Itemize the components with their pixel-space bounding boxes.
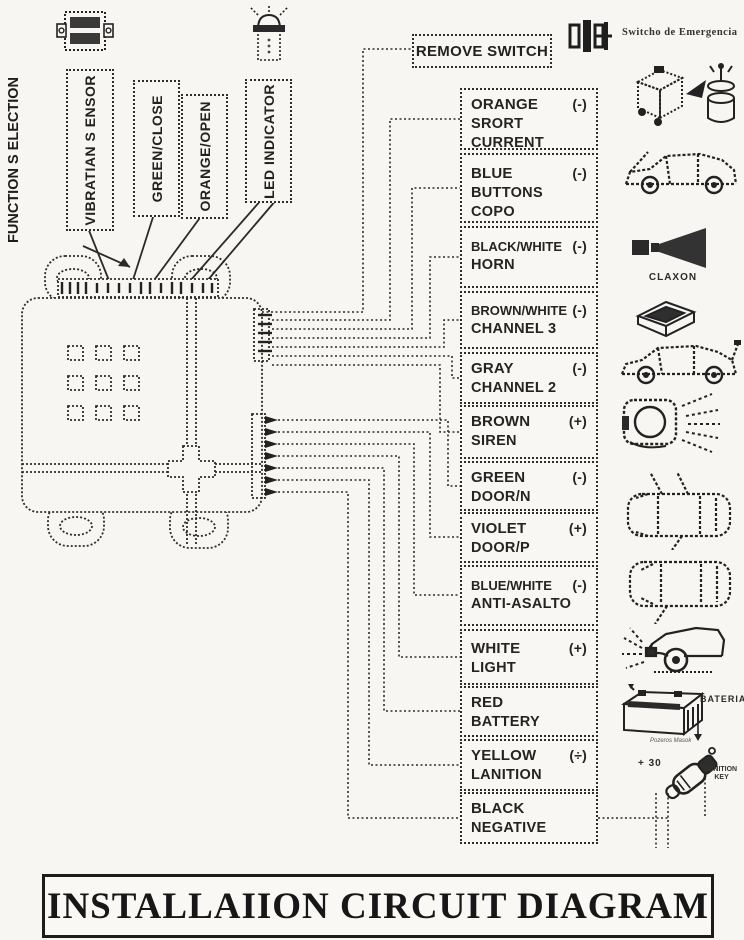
wire-polarity: (-) (572, 165, 587, 181)
wire-polarity: (÷) (569, 747, 587, 763)
wire-function: DOOR/N (471, 489, 531, 505)
wire-polarity: (-) (572, 469, 587, 485)
wire-function: BUTTONS (471, 185, 543, 201)
wire-polarity: (+) (568, 640, 587, 656)
wire-color: BLUE/WHITE (471, 578, 552, 593)
wire-box-gray: GRAY (-) CHANNEL 2 (460, 352, 598, 404)
wire-color: BLACK/WHITE (471, 239, 562, 254)
wire-color: RED (471, 694, 504, 711)
wire-box-blue-white: BLUE/WHITE (-) ANTI-ASALTO (460, 565, 598, 626)
wire-color: VIOLET (471, 520, 527, 537)
label-vibration-sensor: VIBRATIAN S ENSOR (66, 69, 114, 231)
wire-function: CURRENT (471, 135, 544, 151)
plus-30-label: + 30 (638, 758, 662, 769)
horn-icon (632, 228, 706, 268)
wire-box-white: WHITE (+) LIGHT (460, 629, 598, 685)
diagram-title-box: INSTALLAIION CIRCUIT DIAGRAM (42, 874, 714, 938)
wire-color: BLACK (471, 800, 525, 817)
label-led-indicator: LED INDICATOR (245, 79, 292, 203)
car-top-view-icon (628, 560, 732, 624)
wire-color: WHITE (471, 640, 521, 657)
wire-function: LIGHT (471, 660, 516, 676)
car-top-doors-open-icon (626, 471, 732, 550)
wire-polarity: (-) (572, 238, 587, 254)
function-selection-label: FUNCTION S ELECTION (6, 77, 22, 243)
wire-polarity: (+) (568, 413, 587, 429)
wire-color: BLUE (471, 165, 513, 182)
wire-color: BROWN (471, 413, 531, 430)
remove-switch-label: REMOVE SWITCH (415, 42, 549, 60)
wire-function: CHANNEL 2 (471, 380, 557, 396)
wire-polarity: (-) (572, 96, 587, 112)
wire-polarity: (-) (572, 302, 587, 318)
ignition-key-icon (665, 746, 718, 800)
wire-box-red: RED BATTERY (460, 686, 598, 737)
wire-function: HORN (471, 257, 515, 273)
wire-polarity: (+) (568, 520, 587, 536)
module-pins (60, 282, 272, 353)
label-orange-open: ORANGE/OPEN (181, 94, 228, 219)
siren-icon (622, 393, 720, 453)
battery-note: Pozeros Masok (650, 738, 692, 744)
wire-function: ANTI-ASALTO (471, 596, 572, 612)
car-hood-open-icon (624, 151, 738, 195)
diagram-title: INSTALLAIION CIRCUIT DIAGRAM (47, 885, 709, 927)
wire-function: NEGATIVE (471, 820, 547, 836)
wire-function: CHANNEL 3 (471, 321, 557, 337)
battery-icon (620, 684, 705, 737)
module-lower-pins (265, 416, 278, 496)
wire-box-black: BLACK NEGATIVE (460, 792, 598, 844)
wire-function: LANITION (471, 767, 542, 783)
remove-switch-box: REMOVE SWITCH (412, 34, 552, 68)
bateria-label: BATERIA (700, 694, 744, 704)
led-lamp-icon (249, 4, 289, 61)
wire-box-brown-white: BROWN/WHITE (-) CHANNEL 3 (460, 291, 598, 349)
wire-function: SIREN (471, 433, 517, 449)
wire-color: BROWN/WHITE (471, 303, 568, 318)
battery-wire (694, 704, 702, 741)
wire-box-violet: VIOLET (+) DOOR/P (460, 512, 598, 563)
wire-box-green: GREEN (-) DOOR/N (460, 461, 598, 511)
label-green-close: GREEN/CLOSE (133, 80, 180, 217)
wire-box-brown: BROWN (+) SIREN (460, 405, 598, 459)
wire-color: GREEN (471, 469, 526, 486)
ignition-key-label: IGNITION KEY (706, 766, 738, 782)
wire-function: DOOR/P (471, 540, 530, 556)
claxon-label: CLAXON (648, 272, 698, 283)
receiver-box-icon (635, 300, 697, 338)
wire-color: YELLOW (471, 747, 537, 764)
vibration-sensor-icon (56, 11, 114, 51)
arrow-head (118, 258, 130, 267)
wire-polarity: (-) (572, 577, 587, 593)
emergency-switch-icon (568, 20, 612, 52)
wire-function: COPO (471, 204, 515, 220)
car-trunk-icon (620, 340, 741, 385)
wire-box-orange: ORANGE (-) SRORT CURRENT (460, 88, 598, 151)
wire-color: GRAY (471, 360, 514, 377)
relay-coil-icon (635, 63, 735, 126)
wire-polarity: (-) (572, 360, 587, 376)
wire-box-black-white: BLACK/WHITE (-) HORN (460, 226, 598, 288)
wire-box-yellow: YELLOW (÷) LANITION (460, 739, 598, 791)
wire-color: ORANGE (471, 96, 539, 113)
emergency-switch-label: Switcho de Emergencia (622, 27, 738, 38)
car-headlights-icon (622, 626, 726, 673)
wire-function: BATTERY (471, 714, 540, 730)
wire-function: SRORT (471, 116, 524, 132)
wire-box-blue: BLUE (-) BUTTONS COPO (460, 153, 598, 223)
alarm-module (21, 255, 270, 549)
